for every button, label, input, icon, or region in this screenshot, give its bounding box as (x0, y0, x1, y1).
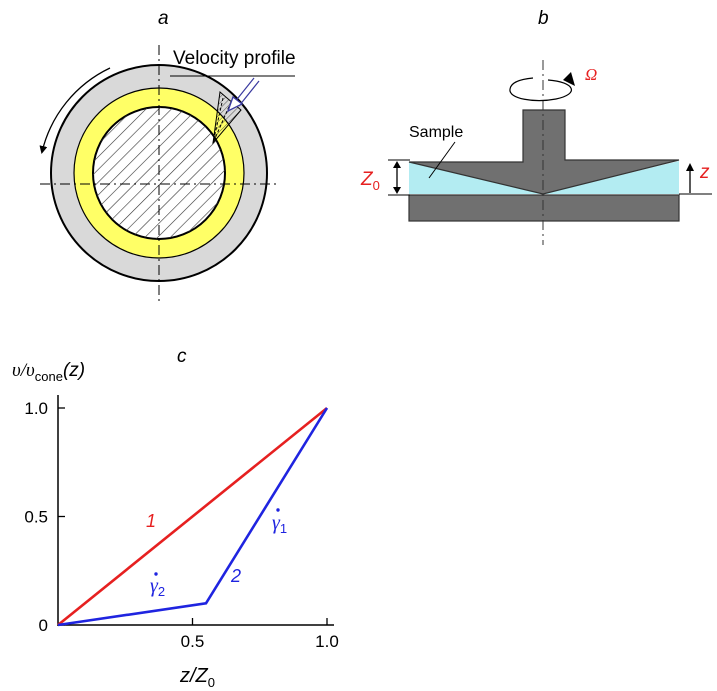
x-tick-label: 0.5 (181, 632, 205, 651)
panel-c-label: c (177, 346, 187, 367)
panel-b: b Ω Sample Z0 z (360, 8, 712, 245)
series-line-2 (57, 407, 329, 627)
curve-2-label: 2 (230, 566, 241, 586)
sample-label: Sample (409, 124, 463, 141)
omega-arrowhead (563, 72, 575, 86)
y-tick-label: 1.0 (24, 399, 48, 418)
x-axis-label: z/Z0 (179, 665, 215, 690)
velocity-profile-arrow-shaft-b (238, 80, 260, 107)
y-tick-label: 0.5 (24, 508, 48, 527)
bottom-plate (408, 194, 680, 222)
z-label: z (699, 162, 710, 183)
panel-c: c υ/υcone(z) 0 0.5 1.0 0.5 1.0 1 2 γ1 γ2 z/Z… (12, 346, 339, 690)
panel-a: a Velocity profile (39, 8, 296, 305)
y-axis-label: υ/υcone(z) (12, 360, 85, 384)
panel-b-label: b (538, 8, 549, 29)
gamma-1-dot (276, 508, 280, 512)
sample-leader-line (428, 141, 456, 179)
z0-arrowhead-up (393, 161, 401, 168)
omega-rotation-arrow (509, 77, 573, 102)
series-line-1 (57, 406, 328, 627)
gamma-1-label: γ1 (272, 512, 287, 536)
rotation-arrow (39, 67, 111, 154)
wedge-line-2 (212, 101, 232, 144)
series-layer (57, 406, 329, 627)
gamma-2-dot (154, 572, 158, 576)
ticks-layer: 0 0.5 1.0 0.5 1.0 (24, 399, 338, 651)
omega-label: Ω (585, 65, 597, 84)
velocity-profile-arrow-shaft-a (233, 77, 255, 104)
velocity-profile-arrow-head (226, 95, 244, 113)
z0-label: Z0 (360, 169, 380, 193)
y-tick-label: 0 (39, 616, 48, 635)
panel-a-label: a (158, 8, 169, 29)
z-arrowhead (686, 163, 694, 171)
z0-arrowhead-down (393, 187, 401, 194)
curve-1-label: 1 (146, 511, 156, 531)
velocity-profile-label: Velocity profile (173, 48, 296, 69)
x-tick-label: 1.0 (315, 632, 339, 651)
gamma-2-label: γ2 (150, 575, 165, 599)
wedge-line-1 (212, 97, 224, 144)
cone-body (408, 109, 680, 195)
